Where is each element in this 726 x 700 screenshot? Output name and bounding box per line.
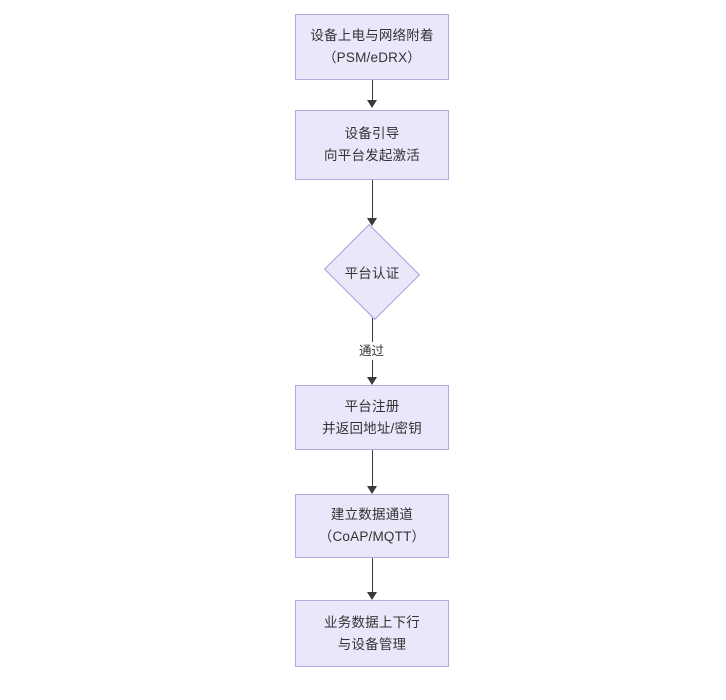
node-device-bootstrap[interactable]: 设备引导 向平台发起激活 bbox=[295, 110, 449, 180]
node-label-line1: 建立数据通道 bbox=[330, 507, 414, 523]
arrowhead-n4-n5 bbox=[367, 486, 377, 494]
node-business-data[interactable]: 业务数据上下行 与设备管理 bbox=[295, 600, 449, 667]
connector-n5-n6 bbox=[371, 558, 373, 592]
node-label-line1: 平台认证 bbox=[344, 266, 400, 281]
node-label-line1: 平台注册 bbox=[344, 398, 400, 414]
connector-n1-n2 bbox=[371, 80, 373, 102]
node-label-line1: 设备引导 bbox=[344, 126, 400, 142]
connector-n4-n5 bbox=[371, 450, 373, 486]
arrowhead-n3-n4 bbox=[367, 377, 377, 385]
node-label-line2: （PSM/eDRX） bbox=[322, 50, 422, 65]
node-label-line2: 与设备管理 bbox=[337, 636, 407, 652]
node-data-channel[interactable]: 建立数据通道 （CoAP/MQTT） bbox=[295, 494, 449, 558]
node-platform-auth-decision[interactable]: 平台认证 bbox=[323, 223, 421, 321]
connector-n2-n3 bbox=[371, 180, 373, 220]
arrowhead-n1-n2 bbox=[367, 100, 377, 108]
node-label-line1: 设备上电与网络附着 bbox=[310, 28, 434, 44]
arrowhead-n5-n6 bbox=[367, 592, 377, 600]
node-label-line1: 业务数据上下行 bbox=[324, 614, 420, 630]
arrowhead-n2-n3 bbox=[367, 218, 377, 226]
node-label-line2: 并返回地址/密钥 bbox=[322, 420, 422, 436]
node-device-power-on[interactable]: 设备上电与网络附着 （PSM/eDRX） bbox=[295, 14, 449, 80]
edge-label-pass: 通过 bbox=[356, 342, 388, 361]
node-platform-register[interactable]: 平台注册 并返回地址/密钥 bbox=[295, 385, 449, 450]
node-label-line2: 向平台发起激活 bbox=[324, 148, 420, 163]
node-label-line2: （CoAP/MQTT） bbox=[318, 529, 426, 544]
